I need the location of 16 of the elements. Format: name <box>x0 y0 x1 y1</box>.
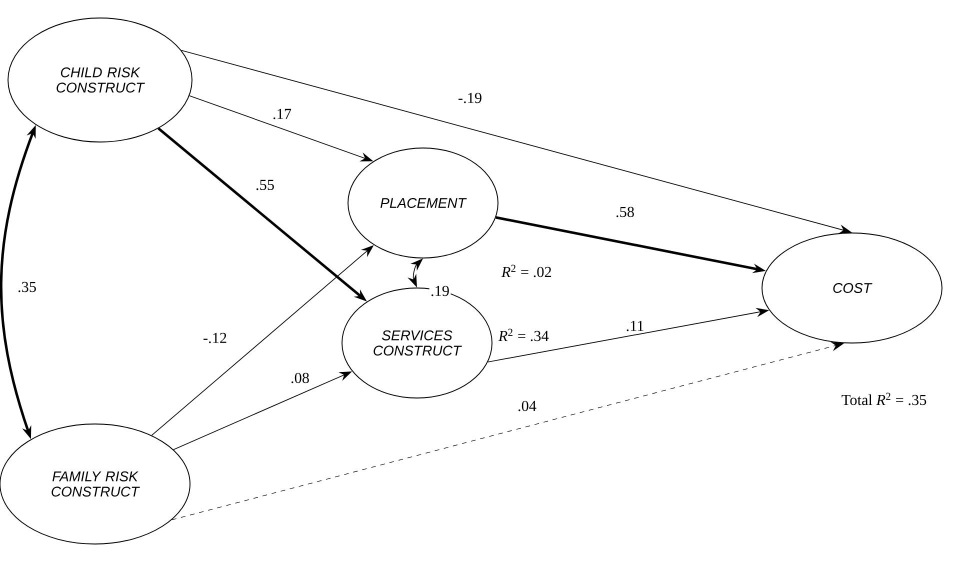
ellipse-node: COST <box>762 232 942 344</box>
r-squared-label: R$^{2}$ = .02 <box>501 264 552 278</box>
edge-label: -.12 <box>202 332 228 344</box>
edge-label: .19 <box>429 284 451 298</box>
edge-label: .35 <box>16 280 38 294</box>
ellipse-node: CHILD RISK CONSTRUCT <box>8 18 192 142</box>
edge-label: .11 <box>624 320 646 332</box>
r-squared-label: Total R$^{2}$ = .35 <box>842 392 926 406</box>
edge-label: .55 <box>254 178 276 192</box>
edge-label: .08 <box>289 372 311 384</box>
edge-label: .04 <box>516 400 538 412</box>
edge-label: .58 <box>614 206 636 218</box>
r-squared-label: R$^{2}$ = .34 <box>498 328 549 342</box>
edge-label: -.19 <box>456 92 484 104</box>
ellipse-node: PLACEMENT <box>348 148 498 258</box>
edge-label: .17 <box>271 108 293 120</box>
